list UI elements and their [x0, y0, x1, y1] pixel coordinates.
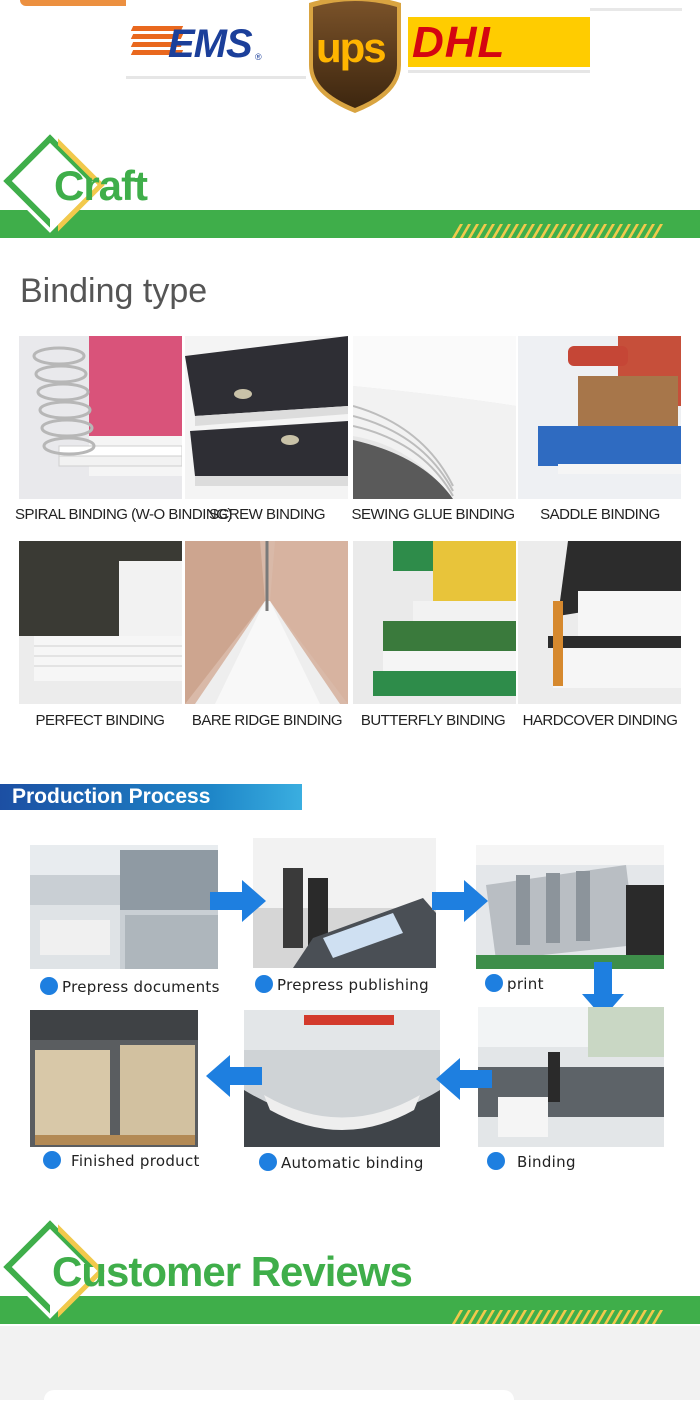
binding-caption: BUTTERFLY BINDING	[360, 712, 506, 729]
sewing-glue-binding-image	[353, 336, 516, 499]
process-step-caption: Prepress documents	[40, 977, 220, 996]
binding-caption: HARDCOVER DINDING	[522, 712, 678, 729]
automatic-binding-image	[244, 1010, 440, 1147]
binding-caption: SADDLE BINDING	[540, 506, 660, 523]
process-step-caption: Prepress publishing	[255, 975, 429, 994]
process-step-caption: Finished product	[43, 1151, 200, 1170]
print-image	[476, 845, 664, 969]
arrow-left-icon	[436, 1058, 492, 1100]
review-card	[44, 1390, 514, 1410]
craft-title: Craft	[54, 162, 148, 209]
ems-logo-text: EMS	[168, 22, 253, 66]
binding-caption: SCREW BINDING	[208, 506, 326, 523]
binding-process-image	[478, 1007, 664, 1147]
arrow-left-icon	[206, 1055, 262, 1097]
bullet-dot-icon	[43, 1151, 61, 1169]
header-stripes	[451, 224, 666, 238]
arrow-right-icon	[432, 880, 488, 922]
ups-logo-text: ups	[316, 24, 387, 71]
prepress-documents-image	[30, 845, 218, 969]
production-process-banner	[0, 784, 302, 810]
binding-type-title: Binding type	[20, 272, 208, 310]
prepress-publishing-image	[253, 838, 436, 968]
production-process-title: Production Process	[12, 785, 211, 808]
process-step-caption: print	[485, 974, 544, 993]
perfect-binding-image	[19, 541, 182, 704]
courier-logo-partial	[20, 0, 190, 6]
header-stripes	[451, 1310, 666, 1324]
bare-ridge-binding-image	[185, 541, 348, 704]
dhl-logo	[408, 17, 590, 67]
bullet-dot-icon	[485, 974, 503, 992]
dhl-logo-text: DHL	[412, 18, 506, 67]
screw-binding-image	[185, 336, 348, 499]
binding-caption: SEWING GLUE BINDING	[351, 506, 515, 523]
spiral-binding-image	[19, 336, 182, 499]
saddle-binding-image	[518, 336, 681, 499]
bullet-dot-icon	[255, 975, 273, 993]
reviews-area	[0, 1326, 700, 1400]
binding-caption: SPIRAL BINDING (W-O BINDING)	[15, 506, 232, 523]
butterfly-binding-image	[353, 541, 516, 704]
arrow-down-icon	[582, 962, 624, 1018]
binding-caption: BARE RIDGE BINDING	[191, 712, 343, 729]
process-step-caption: Binding	[487, 1152, 576, 1171]
divider	[408, 70, 590, 73]
bullet-dot-icon	[40, 977, 58, 995]
finished-product-image	[30, 1010, 198, 1147]
customer-reviews-title: Customer Reviews	[52, 1248, 413, 1295]
arrow-right-icon	[210, 880, 266, 922]
bullet-dot-icon	[259, 1153, 277, 1171]
ups-shield-icon	[309, 0, 401, 113]
ems-registered-mark: ®	[255, 52, 262, 62]
process-step-caption: Automatic binding	[259, 1153, 424, 1172]
bullet-dot-icon	[487, 1152, 505, 1170]
binding-caption: PERFECT BINDING	[35, 712, 165, 729]
hardcover-binding-image	[518, 541, 681, 704]
